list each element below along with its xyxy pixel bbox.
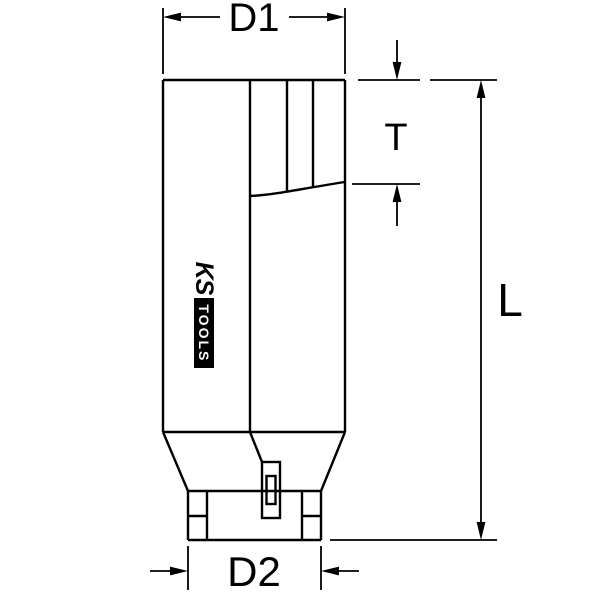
d2-arrow-left-icon bbox=[321, 566, 339, 576]
taper-left-edge bbox=[161, 431, 190, 492]
l-arrow-up-icon bbox=[476, 80, 486, 98]
l-arrow-down-icon bbox=[476, 522, 486, 540]
t-label: T bbox=[384, 117, 407, 159]
socket-outline bbox=[161, 78, 347, 542]
drive-pin-hole bbox=[260, 460, 282, 520]
drive-end-details bbox=[188, 460, 321, 540]
taper-inner-edge bbox=[248, 431, 264, 463]
t-arrow-up-icon bbox=[392, 184, 402, 202]
logo-ks-text: KS bbox=[190, 261, 219, 295]
dimension-d1: D1 bbox=[162, 0, 346, 74]
ks-tools-logo: KS TOOLS bbox=[190, 258, 219, 372]
drive-pin-slot bbox=[265, 474, 277, 506]
internal-shoulder-curve bbox=[249, 180, 346, 198]
dimension-l: L bbox=[330, 79, 523, 541]
d1-arrow-left-icon bbox=[163, 12, 181, 22]
t-arrow-down-icon bbox=[392, 62, 402, 80]
d1-label: D1 bbox=[228, 0, 279, 40]
d2-label: D2 bbox=[227, 548, 281, 595]
l-label: L bbox=[497, 274, 523, 326]
d1-arrow-right-icon bbox=[327, 12, 345, 22]
hex-facet-lines bbox=[248, 80, 346, 463]
dimension-d2: D2 bbox=[150, 546, 359, 595]
dimension-t: T bbox=[352, 40, 420, 226]
logo-tools-badge: TOOLS bbox=[194, 298, 214, 369]
taper-right-edge bbox=[319, 431, 347, 492]
d2-arrow-right-icon bbox=[170, 566, 188, 576]
